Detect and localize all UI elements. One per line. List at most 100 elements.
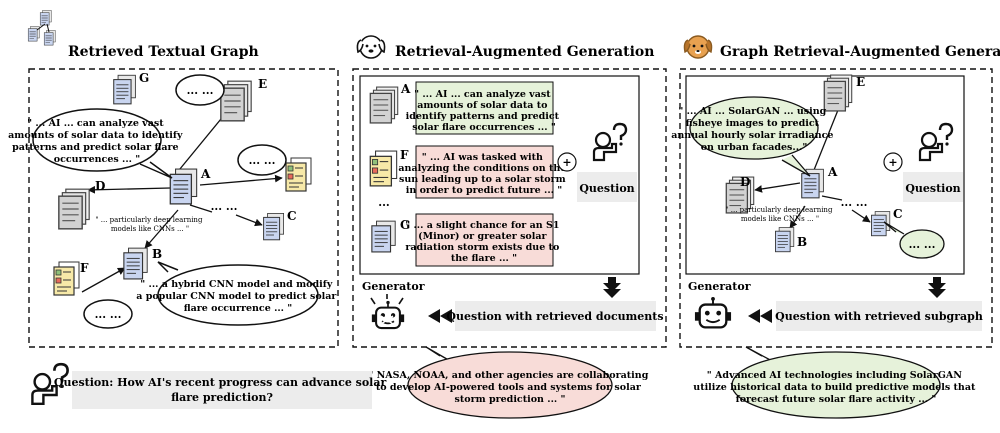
- node-c-doc-icon: [263, 212, 285, 241]
- documents-icon: [27, 10, 56, 46]
- edge-dots-c: [235, 214, 263, 227]
- subgraph-bubble-main-text: " ... AI ... SolarGAN ... using fisheye …: [671, 106, 837, 153]
- node3-c-label: C: [893, 207, 903, 221]
- plus-icon: [557, 152, 577, 172]
- question-person-icon: [918, 122, 954, 162]
- doc-dots: ...: [378, 196, 390, 209]
- node-e-label: E: [258, 77, 267, 91]
- node-f-doc-icon: [53, 261, 80, 296]
- doc-g-icon: [371, 220, 396, 253]
- question-person-icon: [592, 122, 628, 162]
- left-arrow-icon: [748, 309, 772, 323]
- question3-label: Question: [905, 182, 960, 195]
- panel-graph-rag: Graph Retrieval-Augmented Generation E A…: [671, 35, 1000, 419]
- node-f-label: F: [80, 261, 89, 275]
- panel3-frame: [679, 68, 993, 348]
- node3-e-label: E: [856, 75, 865, 89]
- down-arrow-icon: [928, 277, 946, 292]
- generator3-label: Generator: [688, 280, 751, 293]
- doc-f-icon: [369, 150, 398, 187]
- query-section: Question: How AI's recent progress can a…: [31, 362, 390, 409]
- subgraph-dots-between: ... ...: [841, 196, 868, 209]
- subgraph-bubble-dots-text: ... ...: [909, 238, 936, 251]
- rag-answer-bubble: [407, 351, 613, 419]
- panel-rag: Retrieval-Augmented Generation A " ... A…: [352, 35, 667, 419]
- robot-icon: [694, 296, 732, 329]
- question-box: [577, 172, 637, 202]
- node-d-label: D: [95, 179, 105, 193]
- doc-f-card: [415, 145, 554, 199]
- bubble-dots-top-text: ... ...: [187, 84, 214, 97]
- dots-between: ... ...: [211, 200, 238, 213]
- edge-a-d: [87, 185, 171, 194]
- question-label: Question: [579, 182, 634, 195]
- doc-g-letter: G: [400, 218, 410, 232]
- doc-a-icon: [369, 86, 399, 124]
- edge3-a-b: [789, 205, 806, 229]
- panel-retrieved-textual-graph: Retrieved Textual Graph G E A D C B F ..…: [8, 10, 339, 348]
- plus-icon: [883, 152, 903, 172]
- retrieved-subgraph-box: [685, 75, 965, 275]
- graphrag-answer-bubble: [731, 351, 941, 419]
- subgraph-bubble-dots: [899, 229, 945, 259]
- node-b-doc-icon: [123, 247, 148, 280]
- doc-a-letter: A: [400, 82, 411, 96]
- query-text: Question: How AI's recent progress can a…: [54, 376, 390, 404]
- node3-a-label: A: [827, 165, 838, 179]
- edge3-a-e: [811, 109, 839, 176]
- subgraph-bubble-main: [689, 96, 819, 160]
- query-box: [72, 371, 372, 409]
- node-a-doc-icon: [169, 168, 198, 205]
- combined-label: Question with retrieved documents: [446, 310, 663, 323]
- doc-a-text: " ... AI ... can analyze vast amounts of…: [406, 89, 563, 133]
- bubble-dots-right-text: ... ...: [249, 154, 276, 167]
- node-g-label: G: [139, 71, 149, 85]
- node-e-doc-icon: [220, 80, 252, 122]
- retrieved-docs-box: [359, 75, 640, 275]
- node3-b-doc-icon: [775, 227, 795, 253]
- combined3-box: [776, 301, 982, 331]
- panel1-title: Retrieved Textual Graph: [68, 44, 259, 60]
- node-b-label: B: [152, 247, 162, 261]
- plus-text: +: [562, 156, 571, 169]
- node3-d-label: D: [740, 175, 750, 189]
- graphrag-answer-text: " Advanced AI technologies including Sol…: [693, 370, 978, 405]
- node-a-label: A: [200, 167, 211, 181]
- down-arrow-icon: [603, 277, 621, 292]
- node-d-doc-icon: [58, 188, 90, 230]
- subgraph-edge-label: " ... particularly deep learning models …: [725, 206, 834, 223]
- subgraph-edges: [754, 109, 871, 229]
- doc-a-card: [415, 81, 554, 135]
- bubble-main: [32, 108, 162, 172]
- edge-f-b: [81, 267, 126, 293]
- doc-f-letter: F: [400, 148, 409, 162]
- doc-g-card: [415, 213, 554, 267]
- panel1-frame: [28, 68, 339, 348]
- panel2-frame: [352, 68, 667, 348]
- bubble-dots-right: [237, 144, 287, 176]
- dog-icon: [683, 35, 713, 59]
- node-yellow-doc-icon: [285, 157, 312, 192]
- node-c-label: C: [287, 209, 297, 223]
- left-arrow-icon: [428, 309, 452, 323]
- edge-label-text: " ... particularly deep learning models …: [95, 216, 204, 233]
- broken-robot-icon: [370, 294, 405, 330]
- bubble-dots-bottom-text: ... ...: [95, 308, 122, 321]
- bubble-dots-top: [175, 74, 225, 106]
- dog-icon: [356, 35, 386, 59]
- edge-a-b: [144, 209, 179, 249]
- panel2-title: Retrieval-Augmented Generation: [395, 44, 654, 60]
- panel3-title: Graph Retrieval-Augmented Generation: [720, 44, 1000, 60]
- edge3-a-d: [754, 182, 801, 193]
- plus3-text: +: [888, 156, 897, 169]
- bubble-dots-bottom: [83, 299, 133, 329]
- doc-g-text: " ... a slight chance for an S1 (Minor) …: [405, 220, 563, 264]
- edge3-dots-c: [851, 209, 871, 223]
- edge-a-dots: [189, 204, 213, 213]
- node-g-doc-icon: [113, 74, 136, 105]
- node3-b-label: B: [797, 235, 807, 249]
- rag-answer-text: " NASA, NOAA, and other agencies are col…: [368, 370, 651, 405]
- combined3-label: Question with retrieved subgraph: [775, 310, 983, 323]
- edge3-a-dots: [821, 195, 843, 201]
